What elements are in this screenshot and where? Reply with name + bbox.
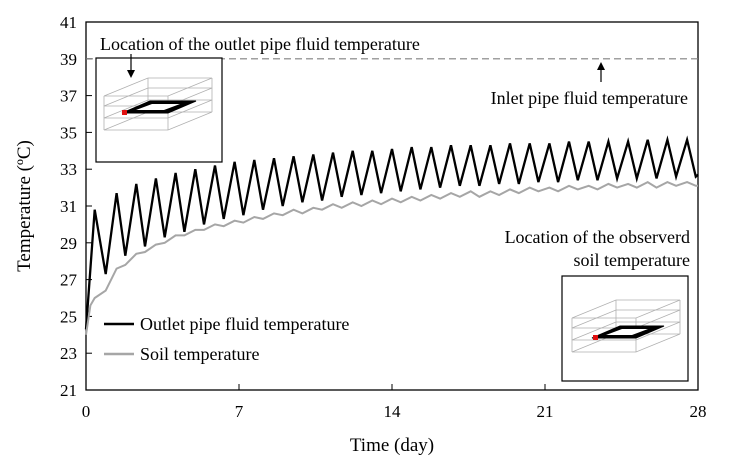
y-tick-label: 31 [60, 197, 77, 216]
x-tick-label: 21 [537, 402, 554, 421]
outlet-location-label: Location of the outlet pipe fluid temper… [100, 34, 420, 54]
soil-location-label-line1: Location of the observerd [505, 227, 690, 247]
outlet-inset-pipe-gap [136, 104, 180, 110]
y-tick-label: 27 [60, 271, 78, 290]
y-tick-label: 21 [60, 381, 77, 400]
y-axis-ticks: 21 23 25 27 29 31 33 35 37 39 41 [60, 13, 92, 400]
x-tick-label: 28 [690, 402, 707, 421]
x-axis-ticks: 0 7 14 21 28 [82, 384, 707, 421]
x-axis-title: Time (day) [350, 435, 434, 456]
y-tick-label: 37 [60, 87, 78, 106]
outlet-location-inset [95, 57, 223, 163]
y-tick-label: 33 [60, 160, 77, 179]
soil-location-inset [561, 275, 689, 382]
legend: Outlet pipe fluid temperature Soil tempe… [104, 314, 349, 364]
y-tick-label: 41 [60, 13, 77, 32]
soil-location-label-line2: soil temperature [574, 250, 690, 270]
legend-label-soil: Soil temperature [140, 344, 259, 364]
inlet-label: Inlet pipe fluid temperature [491, 88, 688, 108]
series-outlet-fluid-line [84, 135, 699, 330]
soil-inset-pipe-gap [606, 329, 648, 335]
soil-sensor-marker [593, 335, 598, 340]
y-tick-label: 23 [60, 344, 77, 363]
outlet-sensor-marker [122, 110, 127, 115]
x-tick-label: 14 [384, 402, 402, 421]
outlet-location-arrow [127, 54, 135, 78]
inlet-arrow [597, 62, 605, 82]
y-tick-label: 29 [60, 234, 77, 253]
y-axis-title: Temperature (ºC) [14, 140, 35, 272]
series-soil-line [85, 180, 698, 335]
x-tick-label: 7 [235, 402, 244, 421]
y-tick-label: 35 [60, 123, 77, 142]
y-tick-label: 25 [60, 307, 77, 326]
legend-label-outlet: Outlet pipe fluid temperature [140, 314, 349, 334]
y-tick-label: 39 [60, 50, 77, 69]
x-tick-label: 0 [82, 402, 91, 421]
soil-inset-box-icon [571, 299, 681, 353]
